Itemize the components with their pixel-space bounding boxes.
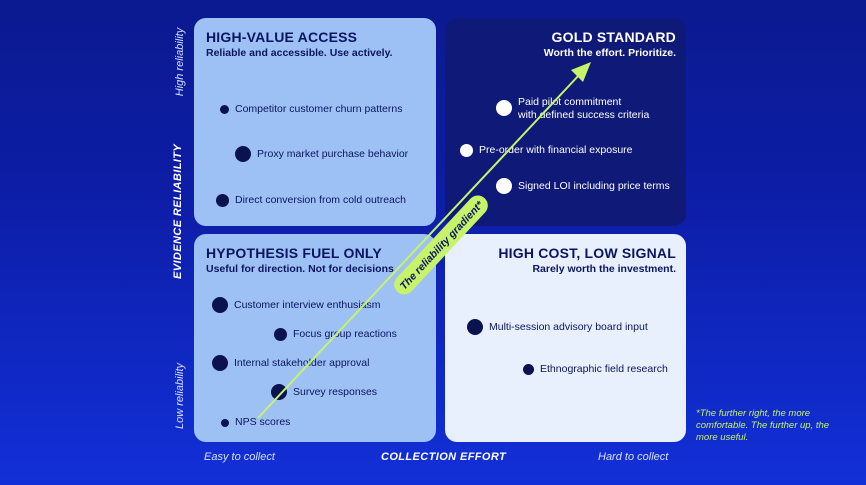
evidence-item: Direct conversion from cold outreach xyxy=(216,194,406,207)
quadrant-high-cost-low-signal: HIGH COST, LOW SIGNAL Rarely worth the i… xyxy=(445,234,686,442)
evidence-item: Pre-order with financial exposure xyxy=(460,144,633,157)
evidence-label: Pre-order with financial exposure xyxy=(479,144,633,156)
quadrant-title: HYPOTHESIS FUEL ONLY xyxy=(206,245,382,261)
evidence-dot xyxy=(212,297,228,313)
evidence-item: Internal stakeholder approval xyxy=(212,355,369,371)
quadrant-title: HIGH COST, LOW SIGNAL xyxy=(498,245,676,261)
gradient-label-pill: The reliability gradient* xyxy=(394,195,488,295)
evidence-dot xyxy=(496,178,512,194)
gradient-line xyxy=(257,73,581,419)
evidence-label: Internal stakeholder approval xyxy=(234,356,370,369)
evidence-item: NPS scores xyxy=(221,416,290,429)
evidence-label: Ethnographic field research xyxy=(540,363,668,375)
evidence-dot xyxy=(271,384,287,400)
quadrant-subtitle: Rarely worth the investment. xyxy=(532,263,676,275)
evidence-dot xyxy=(216,194,229,207)
evidence-item: Signed LOI including price terms xyxy=(496,178,670,194)
evidence-dot xyxy=(212,355,228,371)
arrowhead-icon xyxy=(571,62,591,82)
evidence-label: Multi-session advisory board input xyxy=(489,320,648,333)
evidence-item: Survey responses xyxy=(271,384,377,400)
x-axis-high-label: Hard to collect xyxy=(598,451,669,463)
quadrant-subtitle: Worth the effort. Prioritize. xyxy=(543,47,676,59)
y-axis-title: EVIDENCE RELIABILITY xyxy=(172,143,184,279)
evidence-item: Competitor customer churn patterns xyxy=(220,103,403,116)
quadrant-hypothesis-fuel-only: HYPOTHESIS FUEL ONLY Useful for directio… xyxy=(194,234,436,442)
y-axis-high-label: High reliability xyxy=(174,27,186,97)
evidence-item: Focus group reactions xyxy=(274,328,397,341)
evidence-item: Proxy market purchase behavior xyxy=(235,146,408,162)
evidence-label: Competitor customer churn patterns xyxy=(235,103,403,115)
quadrant-subtitle: Useful for direction. Not for decisions. xyxy=(206,263,397,275)
footnote: *The further right, the more comfortable… xyxy=(696,408,830,443)
quadrant-subtitle: Reliable and accessible. Use actively. xyxy=(206,47,393,59)
evidence-item: Ethnographic field research xyxy=(523,363,668,376)
evidence-dot xyxy=(220,105,229,114)
evidence-label: Focus group reactions xyxy=(293,328,397,340)
evidence-label: NPS scores xyxy=(235,416,291,428)
evidence-label: Direct conversion from cold outreach xyxy=(235,194,406,206)
quadrant-title: GOLD STANDARD xyxy=(551,29,676,45)
quadrant-gold-standard: GOLD STANDARD Worth the effort. Prioriti… xyxy=(445,18,686,226)
evidence-item: Paid pilot commitment with defined succe… xyxy=(496,96,649,122)
quadrant-title: HIGH-VALUE ACCESS xyxy=(206,29,358,45)
evidence-item: Multi-session advisory board input xyxy=(467,319,648,335)
gradient-label: The reliability gradient* xyxy=(398,198,487,292)
evidence-dot xyxy=(274,328,287,341)
evidence-label: Customer interview enthusiasm xyxy=(234,298,381,311)
evidence-label: Signed LOI including price terms xyxy=(518,179,670,192)
evidence-label: Survey responses xyxy=(293,385,378,398)
quadrant-high-value-access: HIGH-VALUE ACCESS Reliable and accessibl… xyxy=(194,18,436,226)
x-axis-title: COLLECTION EFFORT xyxy=(381,451,507,463)
y-axis-low-label: Low reliability xyxy=(174,362,186,430)
evidence-label-line: Paid pilot commitment xyxy=(518,96,622,108)
evidence-dot xyxy=(523,364,534,375)
evidence-label: Proxy market purchase behavior xyxy=(257,147,409,160)
evidence-dot xyxy=(221,418,229,427)
evidence-item: Customer interview enthusiasm xyxy=(212,297,380,313)
evidence-label: Paid pilot commitment with defined succe… xyxy=(518,96,649,122)
evidence-dot xyxy=(460,144,473,157)
evidence-label-line: with defined success criteria xyxy=(518,109,650,121)
x-axis-low-label: Easy to collect xyxy=(204,451,275,463)
evidence-dot xyxy=(467,319,483,335)
evidence-dot xyxy=(235,146,251,162)
evidence-dot xyxy=(496,100,512,116)
